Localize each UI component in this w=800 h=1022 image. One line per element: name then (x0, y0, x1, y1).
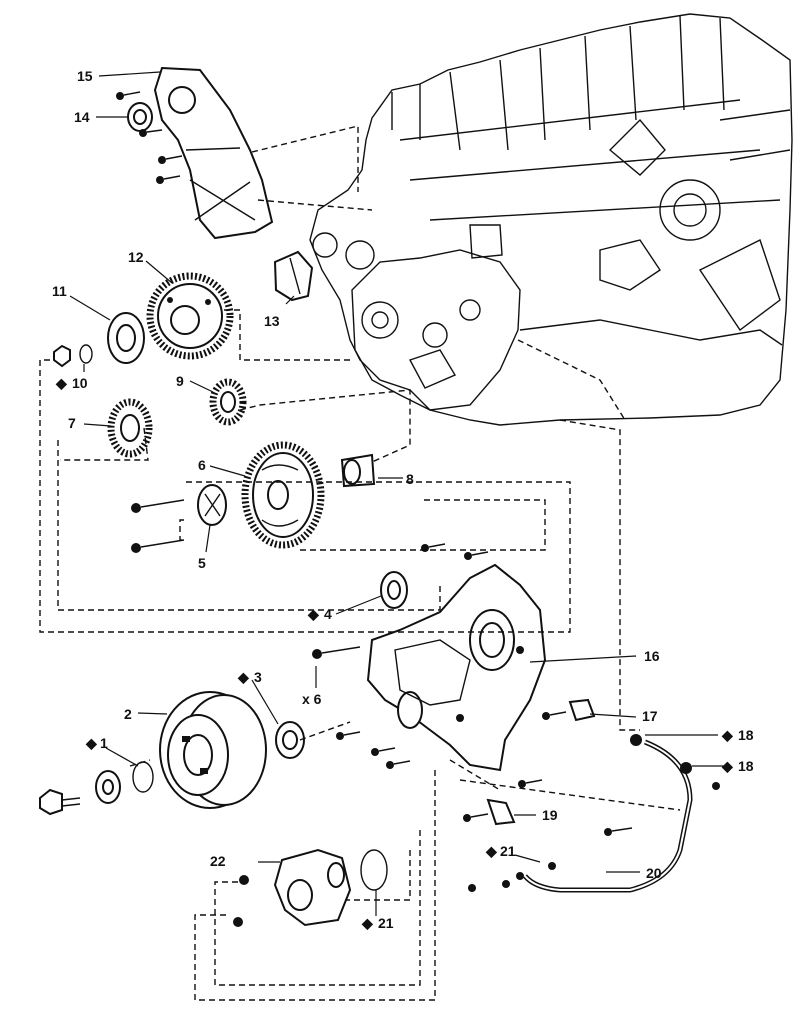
o-ring-1 (132, 761, 154, 793)
oil-seal-14 (127, 102, 153, 132)
hub-5 (197, 484, 227, 526)
label-18a: 18 (738, 727, 754, 743)
cam-gear-6 (241, 441, 325, 549)
label-21a: 21 (500, 843, 516, 859)
marker-18b: ◆ (721, 758, 734, 774)
label-16: 16 (644, 648, 660, 664)
washer (95, 770, 121, 804)
engine-block (309, 13, 793, 426)
marker-21a: ◆ (485, 843, 498, 859)
bushing-8 (340, 453, 376, 488)
label-11: 11 (52, 283, 67, 299)
sensor-13 (273, 250, 314, 302)
marker-10: ◆ (55, 375, 68, 391)
label-6: 6 (198, 457, 206, 473)
bracket-19 (463, 798, 516, 826)
gear-bolts (131, 499, 185, 553)
callout-labels: 15 14 12 11 13 ◆ 10 9 7 6 8 5 ◆ 4 16 x 6… (52, 68, 754, 931)
label-8: 8 (406, 471, 414, 487)
leader-lines (69, 71, 726, 916)
label-2: 2 (124, 706, 132, 722)
oil-seal-4 (380, 571, 408, 609)
gear-9 (209, 378, 247, 426)
oil-seal-3 (275, 721, 305, 759)
label-14: 14 (74, 109, 90, 125)
marker-3: ◆ (237, 669, 250, 685)
bracket-17 (568, 698, 596, 722)
o-ring-21 (360, 849, 388, 891)
label-4: 4 (324, 606, 332, 622)
label-22: 22 (210, 853, 226, 869)
crank-bolt (39, 788, 81, 816)
label-12: 12 (128, 249, 144, 265)
nut-and-washer-10 (53, 344, 93, 368)
cover-bolts (116, 91, 183, 184)
label-10: 10 (72, 375, 88, 391)
label-1: 1 (100, 735, 108, 751)
marker-4: ◆ (307, 606, 320, 622)
marker-18a: ◆ (721, 727, 734, 743)
label-5: 5 (198, 555, 206, 571)
marker-1: ◆ (85, 735, 98, 751)
label-9: 9 (176, 373, 184, 389)
timing-belt-cover (153, 66, 274, 240)
bolt-count-label: x 6 (302, 691, 322, 707)
label-7: 7 (68, 415, 76, 431)
label-17: 17 (642, 708, 658, 724)
front-cover-bolts (312, 543, 567, 788)
assembly-lines (39, 125, 681, 1001)
gear-7 (107, 398, 153, 458)
label-13: 13 (264, 313, 280, 329)
idler-gear-12 (146, 272, 234, 360)
label-18b: 18 (738, 758, 754, 774)
label-19: 19 (542, 807, 558, 823)
label-20: 20 (646, 865, 662, 881)
label-21b: 21 (378, 915, 394, 931)
oil-pipe-20 (468, 734, 720, 893)
label-3: 3 (254, 669, 262, 685)
vacuum-pump-22 (233, 848, 352, 927)
marker-21b: ◆ (361, 915, 374, 931)
label-15: 15 (77, 68, 93, 84)
idler-pulley-11 (107, 312, 145, 364)
crank-pulley-2 (159, 691, 267, 809)
